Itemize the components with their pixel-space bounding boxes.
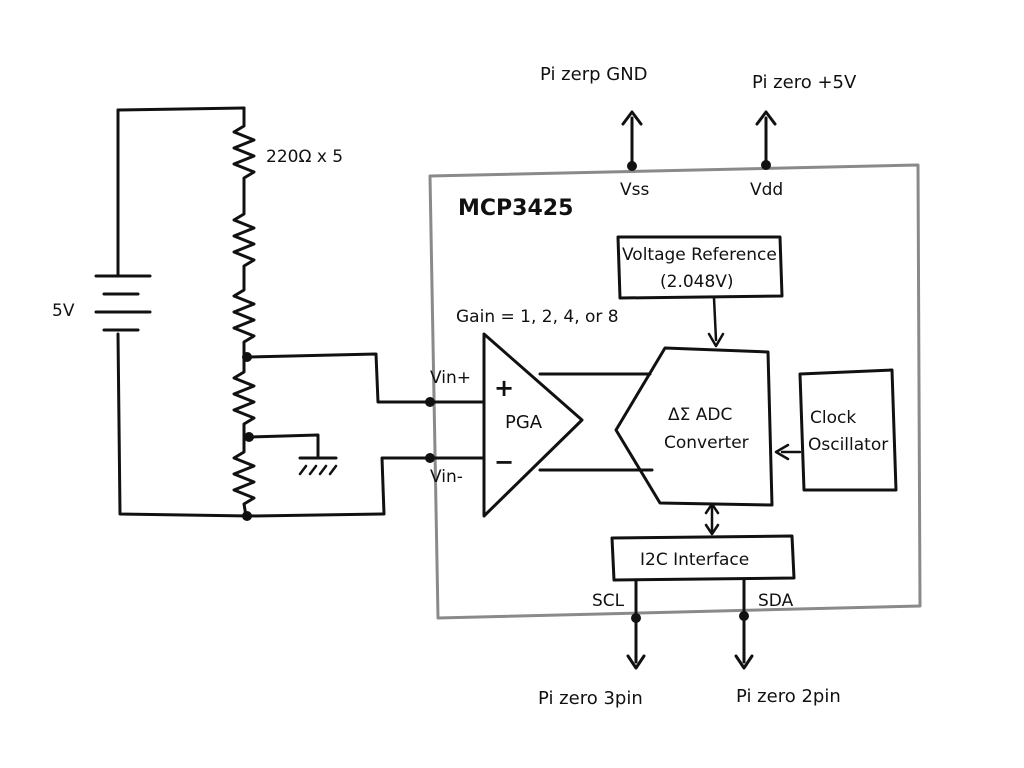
voltage-reference-line1: Voltage Reference	[622, 245, 777, 265]
pga-minus: −	[494, 448, 514, 476]
voltage-reference-line2: (2.048V)	[660, 272, 734, 292]
sda-line	[734, 578, 754, 670]
i2c-interface-box	[610, 534, 796, 582]
scl-pin-label: Pi zero 3pin	[538, 688, 643, 709]
sda-label: SDA	[758, 591, 794, 611]
adc-block	[614, 346, 774, 507]
gain-label: Gain = 1, 2, 4, or 8	[456, 307, 619, 327]
ground-symbol	[247, 433, 338, 476]
pga-plus: +	[494, 374, 514, 402]
gnd-label: Pi zerp GND	[540, 64, 648, 85]
battery-loop	[116, 106, 252, 518]
pga-label: PGA	[505, 412, 543, 433]
vdd-pin	[755, 110, 777, 170]
vin-minus-label: Vin-	[430, 467, 463, 487]
scl-label: SCL	[592, 591, 625, 611]
vss-label: Vss	[620, 180, 649, 200]
i2c-label: I2C Interface	[640, 550, 749, 570]
clock-line1: Clock	[810, 408, 856, 428]
resistor-ladder	[232, 106, 256, 521]
chip-title: MCP3425	[458, 196, 573, 221]
scl-line	[626, 578, 646, 670]
vss-pin	[621, 110, 643, 171]
resistors-label: 220Ω x 5	[266, 147, 343, 167]
clock-line2: Oscillator	[808, 435, 888, 455]
chip-outline	[428, 163, 922, 620]
vcc-label: Pi zero +5V	[752, 72, 857, 93]
voltage-reference-box	[616, 235, 784, 300]
vin-minus-wire	[248, 453, 486, 518]
vdd-label: Vdd	[750, 180, 783, 200]
adc-line2: Converter	[664, 433, 749, 453]
battery-symbol	[94, 274, 152, 332]
adc-i2c-arrow	[704, 502, 720, 536]
vin-plus-wire	[248, 352, 486, 407]
vref-arrow	[707, 296, 725, 348]
clock-oscillator-box	[798, 368, 898, 492]
pga-adc-links	[538, 372, 654, 472]
vin-plus-label: Vin+	[430, 368, 471, 388]
pga-triangle	[482, 332, 584, 518]
clock-arrow	[774, 443, 802, 461]
adc-line1: ΔΣ ADC	[668, 405, 732, 425]
battery-label: 5V	[52, 301, 75, 321]
sda-pin-label: Pi zero 2pin	[736, 686, 841, 707]
